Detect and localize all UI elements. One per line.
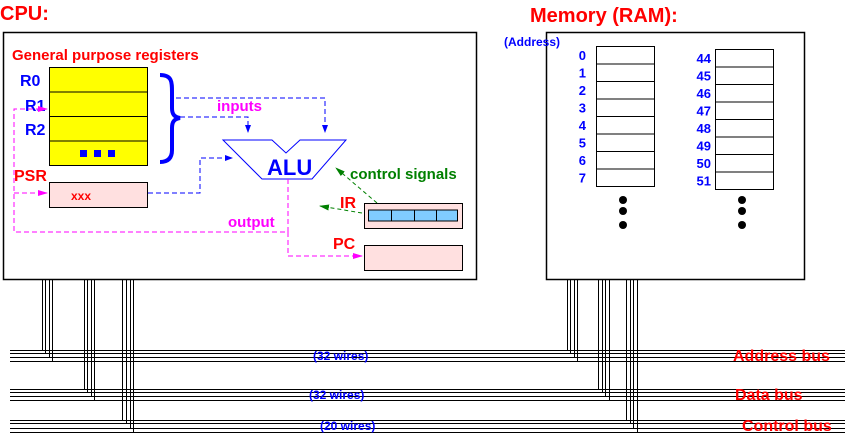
register-label-r0: R0 [20,73,41,90]
memory-address-label: 2 [579,83,586,98]
inputs-label: inputs [217,98,262,115]
ir-field [436,209,458,222]
memory-address-label: 51 [697,174,711,189]
memory-address-label: 0 [579,48,586,63]
memory-cell [715,66,774,85]
memory-cell [596,46,655,65]
memory-ellipsis-2 [738,196,746,229]
memory-address-label: 1 [579,66,586,81]
memory-box [545,31,806,281]
control-signal-line [335,167,378,204]
ellipsis-dot [619,207,627,215]
address-bus-label: Address bus [733,348,830,365]
memory-cell [715,136,774,155]
pc-label: PC [333,236,356,253]
memory-cell [715,49,774,68]
memory-cell [596,98,655,117]
ir-field [414,209,437,222]
memory-cell [715,119,774,138]
memory-cell [596,81,655,100]
memory-address-label: 47 [697,104,711,119]
memory-address-label: 6 [579,153,586,168]
memory-column-1: 0 1 2 3 4 5 6 7 [579,46,655,187]
output-feedback-line [13,106,289,233]
ellipsis-dot [738,196,746,204]
memory-address-label: 50 [697,156,711,171]
ir-to-cpu-line [319,204,363,214]
address-bus-wire-count: (32 wires) [313,349,368,363]
register-label-r2: R2 [25,122,46,139]
data-bus-wire-count: (32 wires) [309,388,364,402]
ellipsis-dot [108,150,115,157]
memory-cell [596,168,655,187]
input-line-a [180,116,251,133]
memory-address-label: 49 [697,139,711,154]
memory-cell [596,116,655,135]
psr-value: xxx [71,189,91,203]
memory-address-label: 48 [697,121,711,136]
memory-cell [715,84,774,103]
control-bus-label: Control bus [742,418,832,435]
memory-title: Memory (RAM): [530,5,678,27]
bus-wires [10,280,845,433]
control-signals-label: control signals [350,166,457,183]
ellipsis-dot [619,196,627,204]
memory-column-2: 44 45 46 47 48 49 50 51 [697,49,774,190]
data-bus-label: Data bus [735,387,803,404]
memory-address-label: 5 [579,136,586,151]
memory-cell [715,154,774,173]
register-r1 [49,91,148,117]
register-more [49,140,148,166]
cpu-box [2,31,478,281]
register-brace [159,73,181,164]
memory-cell [596,63,655,82]
output-label: output [228,214,275,231]
psr-to-alu-line [148,155,233,194]
memory-address-label: 4 [579,118,587,133]
memory-cell [596,133,655,152]
memory-ellipsis-1 [619,196,627,229]
memory-cell [596,151,655,170]
register-label-r1: R1 [25,98,46,115]
psr-label: PSR [14,168,47,185]
gpr-heading: General purpose registers [12,47,199,64]
ellipsis-dot [80,150,87,157]
ir-field [391,209,415,222]
register-r0 [49,67,148,93]
memory-address-label: 46 [697,86,711,101]
memory-address-label: 3 [579,101,586,116]
memory-address-label: 44 [697,51,712,66]
ellipsis-dot [738,221,746,229]
register-r2 [49,116,148,142]
ellipsis-dot [619,221,627,229]
memory-cell [715,171,774,190]
ellipsis-dot [738,207,746,215]
pc-register [364,245,463,271]
address-heading: (Address) [504,35,560,49]
psr-register [49,182,148,208]
memory-address-label: 7 [579,171,586,186]
memory-cell [715,101,774,120]
cpu-title: CPU: [0,3,49,25]
alu-label: ALU [267,155,312,180]
memory-address-label: 45 [697,69,711,84]
ir-field [368,209,392,222]
register-file [49,67,148,166]
alu-shape [221,139,348,180]
output-to-pc-line [287,232,363,259]
input-line-b [176,97,328,133]
ir-fields [368,209,458,222]
ir-label: IR [340,195,356,212]
ellipsis-dot [94,150,101,157]
control-bus-wire-count: (20 wires) [320,419,375,433]
